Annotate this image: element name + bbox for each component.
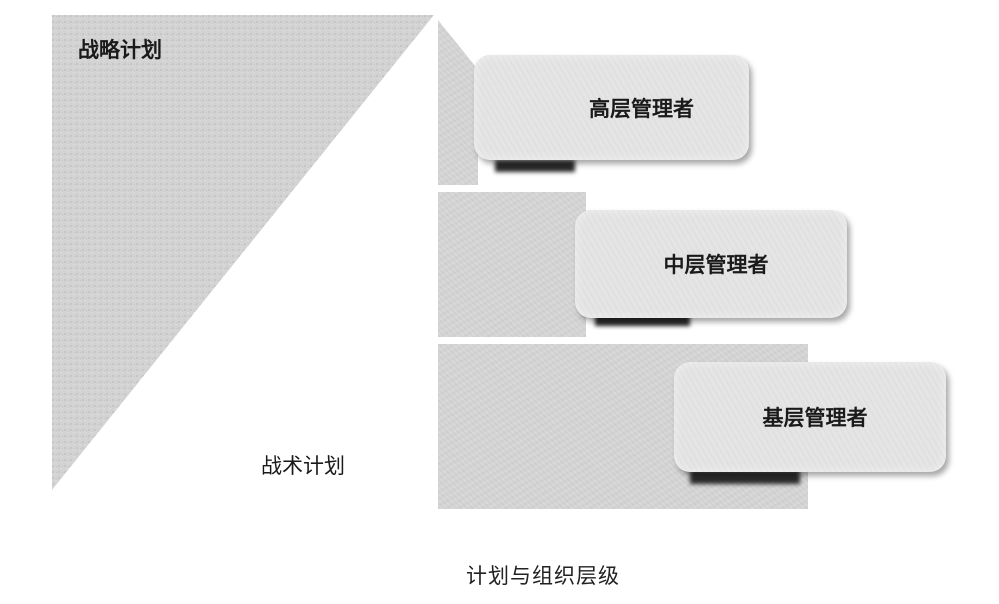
tactical-plan-label: 战术计划 — [261, 454, 345, 478]
strategic-tactical-triangle — [52, 15, 434, 490]
triangle-graphic — [52, 15, 434, 490]
frontline-manager-box: 基层管理者 — [674, 362, 946, 472]
top-manager-label: 高层管理者 — [589, 95, 694, 121]
tactical-plan-region — [52, 15, 434, 490]
top-level-slab — [438, 20, 478, 185]
middle-level-slab — [438, 192, 586, 337]
strategic-plan-label: 战略计划 — [78, 37, 162, 62]
frontline-manager-label: 基层管理者 — [762, 405, 868, 430]
middle-manager-label: 中层管理者 — [663, 252, 769, 277]
middle-manager-box: 中层管理者 — [575, 210, 847, 318]
top-box-shadow — [495, 160, 575, 172]
lower-box-shadow — [690, 470, 800, 484]
diagram-caption: 计划与组织层级 — [466, 564, 620, 588]
top-manager-box: 高层管理者 — [474, 55, 749, 160]
